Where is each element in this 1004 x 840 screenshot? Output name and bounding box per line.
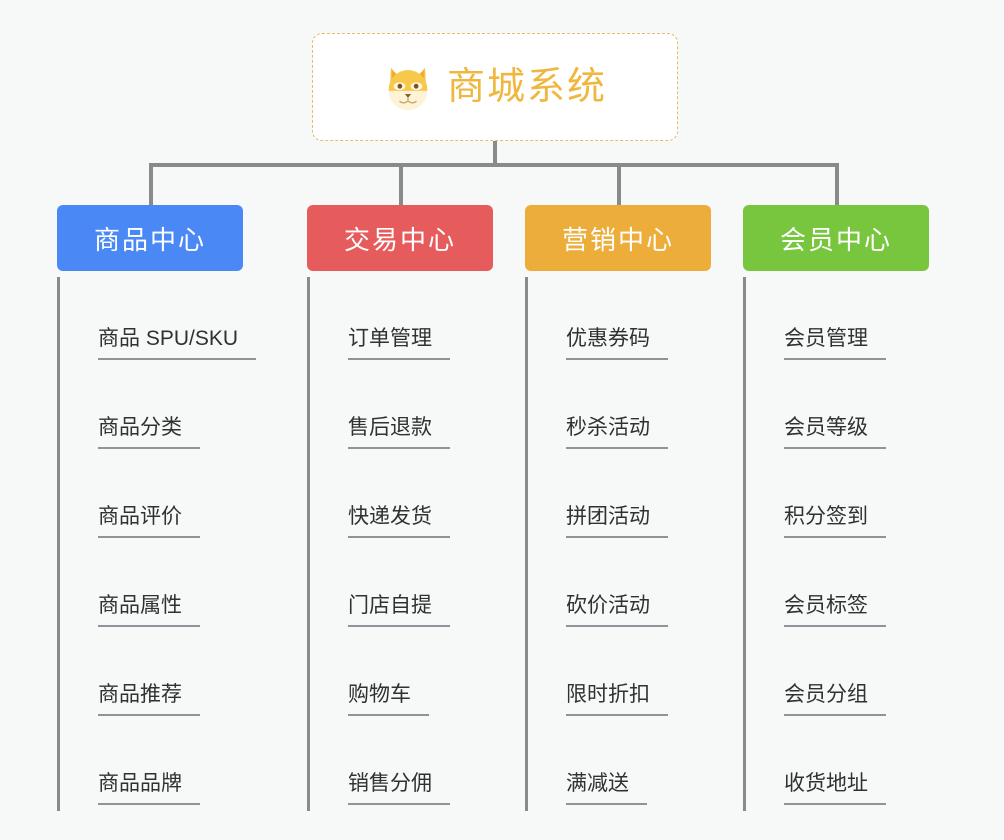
leaf-item-label: 收货地址 — [784, 772, 886, 805]
leaf-item[interactable]: 拼团活动 — [530, 455, 711, 544]
leaf-item-label: 砍价活动 — [566, 594, 668, 627]
leaf-item[interactable]: 会员等级 — [748, 366, 929, 455]
branch-header-label-3: 营销中心 — [561, 224, 674, 255]
leaf-item[interactable]: 砍价活动 — [530, 544, 711, 633]
leaf-item[interactable]: 售后退款 — [312, 366, 493, 455]
connector-root-stem — [493, 141, 497, 165]
connector-drop-2 — [399, 163, 403, 207]
leaf-item[interactable]: 商品品牌 — [62, 722, 243, 811]
branch-items-4: 会员管理会员等级积分签到会员标签会员分组收货地址 — [743, 277, 929, 811]
leaf-item[interactable]: 商品属性 — [62, 544, 243, 633]
leaf-item[interactable]: 积分签到 — [748, 455, 929, 544]
leaf-item-label: 秒杀活动 — [566, 416, 668, 449]
leaf-item-label: 订单管理 — [348, 327, 450, 360]
connector-drop-4 — [835, 163, 839, 207]
leaf-item[interactable]: 销售分佣 — [312, 722, 493, 811]
dog-face-icon — [388, 67, 428, 111]
branch-column-1: 商品中心 商品 SPU/SKU 商品分类商品评价商品属性商品推荐商品品牌 — [57, 205, 257, 811]
leaf-item-label: 商品评价 — [98, 505, 200, 538]
connector-drop-3 — [617, 163, 621, 207]
leaf-item-label: 商品属性 — [98, 594, 200, 627]
leaf-item[interactable]: 会员分组 — [748, 633, 929, 722]
root-node[interactable]: 商城系统 — [312, 33, 678, 141]
leaf-item-label: 销售分佣 — [348, 772, 450, 805]
branch-column-3: 营销中心 优惠券码秒杀活动拼团活动砍价活动限时折扣满减送 — [525, 205, 711, 811]
branch-header-label-4: 会员中心 — [779, 224, 892, 255]
leaf-item[interactable]: 商品推荐 — [62, 633, 243, 722]
leaf-item[interactable]: 秒杀活动 — [530, 366, 711, 455]
branch-column-2: 交易中心 订单管理售后退款快递发货门店自提购物车销售分佣 — [307, 205, 493, 811]
branch-header-2[interactable]: 交易中心 — [307, 205, 493, 271]
leaf-item[interactable]: 会员标签 — [748, 544, 929, 633]
leaf-item[interactable]: 商品评价 — [62, 455, 243, 544]
branch-items-2: 订单管理售后退款快递发货门店自提购物车销售分佣 — [307, 277, 493, 811]
connector-drop-1 — [149, 163, 153, 207]
branch-header-4[interactable]: 会员中心 — [743, 205, 929, 271]
leaf-item[interactable]: 商品分类 — [62, 366, 243, 455]
leaf-item[interactable]: 优惠券码 — [530, 277, 711, 366]
leaf-item-label: 积分签到 — [784, 505, 886, 538]
leaf-item-label: 门店自提 — [348, 594, 450, 627]
leaf-item-label: 商品分类 — [98, 416, 200, 449]
leaf-item[interactable]: 会员管理 — [748, 277, 929, 366]
leaf-item[interactable]: 限时折扣 — [530, 633, 711, 722]
leaf-item-label: 会员分组 — [784, 683, 886, 716]
leaf-item-label: 商品品牌 — [98, 772, 200, 805]
leaf-item-label: 快递发货 — [348, 505, 450, 538]
leaf-item-label: 限时折扣 — [566, 683, 668, 716]
leaf-item[interactable]: 门店自提 — [312, 544, 493, 633]
branch-header-3[interactable]: 营销中心 — [525, 205, 711, 271]
leaf-item[interactable]: 购物车 — [312, 633, 493, 722]
branch-column-4: 会员中心 会员管理会员等级积分签到会员标签会员分组收货地址 — [743, 205, 929, 811]
leaf-item[interactable]: 满减送 — [530, 722, 711, 811]
branch-header-label-1: 商品中心 — [93, 224, 206, 255]
branch-items-1: 商品 SPU/SKU 商品分类商品评价商品属性商品推荐商品品牌 — [57, 277, 257, 811]
leaf-item-label: 拼团活动 — [566, 505, 668, 538]
leaf-item-label: 购物车 — [348, 683, 429, 716]
leaf-item[interactable]: 收货地址 — [748, 722, 929, 811]
leaf-item-label: 满减送 — [566, 772, 647, 805]
leaf-item[interactable]: 商品 SPU/SKU — [62, 277, 257, 366]
leaf-item-label: 会员标签 — [784, 594, 886, 627]
leaf-item[interactable]: 快递发货 — [312, 455, 493, 544]
branch-header-1[interactable]: 商品中心 — [57, 205, 243, 271]
leaf-item-label: 会员管理 — [784, 327, 886, 360]
branch-header-label-2: 交易中心 — [343, 224, 456, 255]
branch-items-3: 优惠券码秒杀活动拼团活动砍价活动限时折扣满减送 — [525, 277, 711, 811]
leaf-item-label: 商品 SPU/SKU — [98, 327, 257, 360]
leaf-item-label: 优惠券码 — [566, 327, 668, 360]
leaf-item-label: 商品推荐 — [98, 683, 200, 716]
leaf-item[interactable]: 订单管理 — [312, 277, 493, 366]
leaf-item-label: 售后退款 — [348, 416, 450, 449]
root-title: 商城系统 — [446, 66, 607, 108]
connector-horizontal-bus — [149, 163, 839, 167]
leaf-item-label: 会员等级 — [784, 416, 886, 449]
